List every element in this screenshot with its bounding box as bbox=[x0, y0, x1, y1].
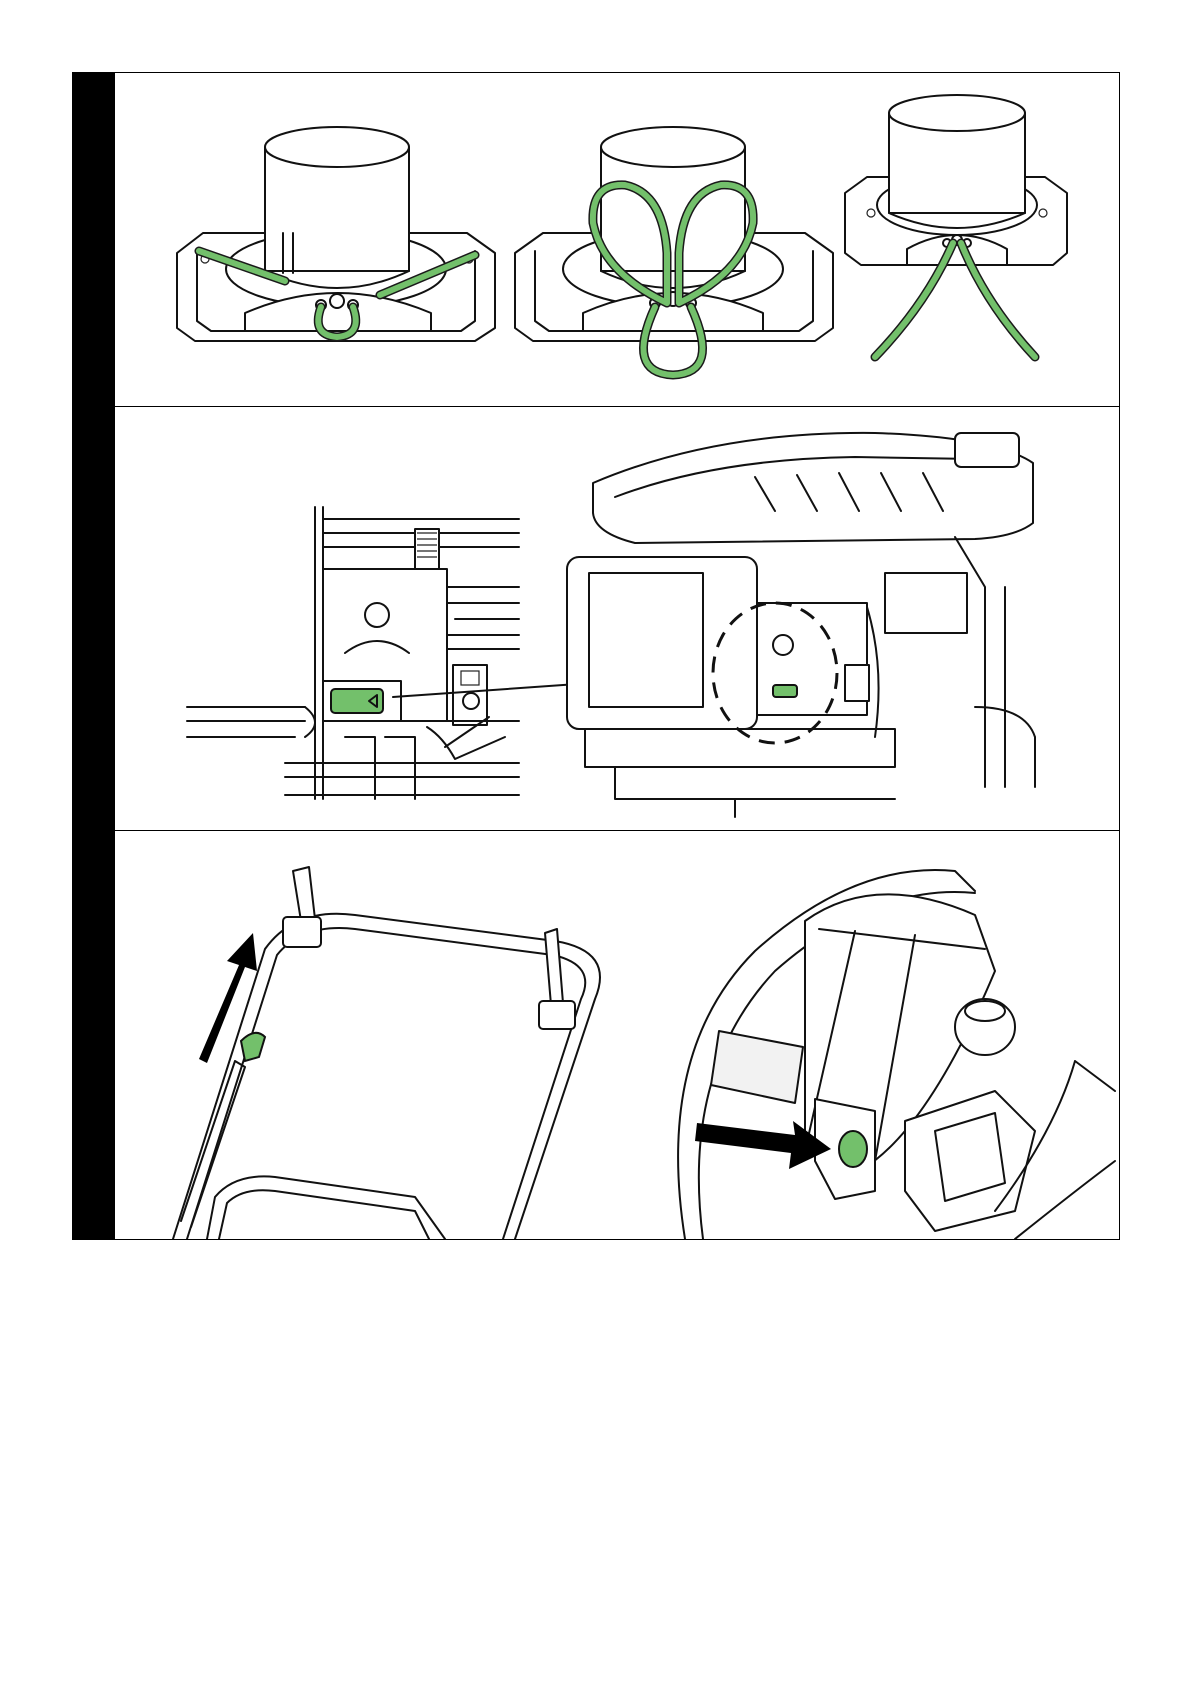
panel-engine bbox=[115, 407, 1119, 831]
step-3-figure bbox=[845, 95, 1067, 357]
handle-icon bbox=[173, 867, 600, 1239]
instruction-sheet bbox=[72, 72, 1120, 1240]
green-button-icon bbox=[839, 1131, 867, 1167]
step-2-figure bbox=[515, 127, 833, 375]
outlet-illustration bbox=[678, 870, 1115, 1239]
fuel-window bbox=[773, 685, 797, 697]
zoom-detail bbox=[187, 507, 519, 799]
engine-body bbox=[567, 433, 1035, 817]
page-sidebar bbox=[73, 73, 115, 1239]
cord-steps-illustration bbox=[115, 73, 1119, 407]
panel-cord-steps bbox=[115, 73, 1119, 407]
panel-handle bbox=[115, 831, 1119, 1239]
fuel-window-zoom bbox=[331, 689, 383, 713]
green-lever-icon bbox=[241, 1033, 265, 1061]
step-1-figure bbox=[177, 127, 495, 341]
handle-illustration bbox=[115, 831, 1119, 1239]
engine-illustration bbox=[115, 407, 1119, 831]
